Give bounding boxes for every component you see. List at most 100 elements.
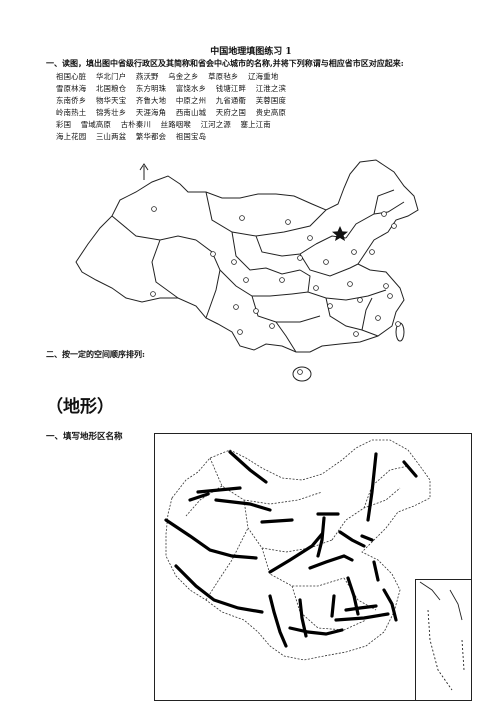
south-china-sea-inset — [415, 579, 472, 701]
nickname: 江淮之滨 — [255, 84, 287, 93]
capital-marker — [383, 283, 389, 289]
mountain-range-line — [316, 516, 326, 558]
province-boundary — [291, 289, 387, 301]
mountain-range-line — [288, 626, 344, 636]
nickname: 齐鲁大地 — [135, 96, 167, 105]
mountain-range-line — [268, 532, 324, 574]
mountain-range-line — [228, 450, 268, 484]
nickname: 古朴秦川 — [120, 120, 152, 129]
nickname: 北国粮仓 — [95, 84, 127, 93]
province-boundary — [243, 499, 333, 553]
capital-marker — [233, 304, 239, 310]
capital-marker — [313, 285, 319, 291]
mountain-range-line — [382, 588, 398, 622]
mountain-range-line — [214, 498, 272, 512]
province-boundary — [151, 239, 179, 299]
capital-marker — [279, 277, 285, 283]
capital-marker — [353, 331, 359, 337]
capital-marker — [307, 235, 313, 241]
capital-marker — [369, 249, 375, 255]
inset-coastline — [419, 581, 441, 601]
nickname: 岭南热土 — [56, 108, 87, 117]
mountain-range-line — [344, 604, 378, 612]
capital-marker — [351, 249, 357, 255]
capital-marker — [243, 277, 249, 283]
mountain-range-line — [372, 560, 380, 582]
nickname: 钱塘江畔 — [215, 84, 247, 93]
nickname: 乌金之乡 — [168, 72, 199, 81]
mountain-range-line — [164, 518, 258, 560]
nickname-row: 祖国心脏 华北门户 燕沃野 乌金之乡 草原毡乡 辽海重地 — [56, 71, 285, 82]
nickname: 芙蓉国度 — [255, 96, 287, 105]
mountain-range-line — [308, 554, 354, 570]
mountain-range-line — [334, 612, 390, 622]
nickname: 雪域高原 — [80, 120, 112, 129]
nickname: 富饶水乡 — [175, 84, 207, 93]
nickname: 丝路咽喉 — [160, 120, 191, 129]
capital-marker — [323, 259, 329, 265]
capital-marker — [327, 303, 333, 309]
nickname: 彩国 — [56, 120, 72, 129]
nickname: 东方明珠 — [135, 84, 167, 93]
mountain-range-line — [174, 564, 264, 614]
province-boundary — [363, 465, 409, 509]
nickname: 祖国宝岛 — [175, 132, 207, 141]
capital-marker — [253, 308, 259, 314]
nickname: 三山两盆 — [95, 132, 127, 141]
nickname: 草原毡乡 — [208, 72, 239, 81]
mountain-range-line — [366, 452, 378, 522]
mountain-range-line — [330, 594, 336, 618]
nickname: 西南山城 — [175, 108, 207, 117]
capital-marker — [237, 329, 243, 335]
nickname-row: 海上花园 三山两盆 繁华都会 祖国宝岛 — [56, 131, 213, 142]
nickname: 天涯海角 — [135, 108, 167, 117]
capital-star-icon — [332, 226, 348, 241]
section-heading: （地形） — [46, 397, 114, 417]
nickname-row: 岭南热土 锦秀壮乡 天涯海角 西南山城 天府之国 贵史高原 — [56, 107, 293, 118]
capital-marker — [210, 251, 216, 257]
province-boundary — [299, 269, 311, 293]
nickname: 塞上江南 — [240, 120, 271, 129]
province-boundary — [299, 253, 359, 277]
capital-marker — [151, 206, 157, 212]
nickname: 物华天宝 — [95, 96, 127, 105]
country-outline — [165, 439, 431, 661]
capital-marker — [297, 369, 303, 375]
nickname-row: 彩国 雪域高原 古朴秦川 丝路咽喉 江河之源 塞上江南 — [56, 119, 278, 130]
nickname: 华北门户 — [95, 72, 127, 81]
inset-coastline — [449, 589, 463, 621]
nickname: 燕沃野 — [135, 72, 159, 81]
north-arrow-icon — [139, 163, 149, 180]
province-boundary — [261, 547, 345, 587]
capital-marker — [381, 211, 387, 217]
inset-dashed-boundary — [461, 639, 465, 671]
province-boundary — [275, 321, 297, 353]
nickname: 天府之国 — [215, 108, 247, 117]
capital-marker — [297, 255, 303, 261]
capital-marker — [285, 219, 291, 225]
nickname: 辽海重地 — [248, 72, 279, 81]
question-2: 二、按一定的空间顺序排列: — [46, 349, 145, 359]
nickname: 雪原林海 — [56, 84, 87, 93]
nickname: 繁华都会 — [135, 132, 167, 141]
province-boundary — [361, 297, 373, 331]
capital-marker — [375, 315, 381, 321]
mountain-range-line — [260, 518, 294, 524]
mountain-range-line — [268, 594, 288, 648]
mountain-range-line — [196, 486, 242, 494]
province-boundary — [205, 527, 249, 601]
capital-marker — [150, 291, 156, 297]
capital-marker — [347, 281, 353, 287]
nickname: 贵史高原 — [255, 108, 287, 117]
nickname: 海上花园 — [56, 132, 87, 141]
capital-marker — [357, 297, 363, 303]
hainan-island — [292, 366, 312, 382]
capital-marker — [391, 223, 397, 229]
nickname: 祖国心脏 — [56, 72, 87, 81]
terrain-map-frame — [154, 433, 472, 701]
province-boundary — [373, 189, 395, 215]
nickname-row: 东南侨乡 物华天宝 齐鲁大地 中原之州 九省通衢 芙蓉国度 — [56, 95, 293, 106]
capital-marker — [395, 321, 401, 327]
mountain-range-line — [402, 460, 418, 478]
